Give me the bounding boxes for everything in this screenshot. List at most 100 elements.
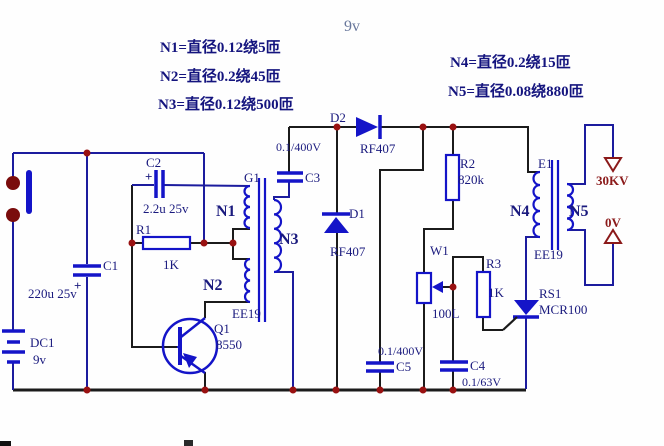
rs1-value: MCR100	[539, 302, 587, 317]
r2-body	[444, 153, 461, 202]
c5-value: 0.1/400V	[378, 344, 423, 358]
c5-ref: C5	[396, 359, 411, 374]
junction-dot	[449, 283, 457, 291]
n3-top-wire	[273, 182, 290, 200]
q1-body	[161, 317, 219, 375]
q1-emitter-arrow	[183, 353, 197, 368]
transistor-q1	[161, 317, 219, 375]
c3-value: 0.1/400V	[276, 140, 321, 154]
note-n1: N1=直径0.12绕5匝	[160, 38, 281, 56]
tap-upper-wire	[232, 228, 250, 243]
battery-ref: DC1	[30, 335, 55, 350]
hv-output-label: 30KV	[596, 173, 629, 188]
tap-lower-wire	[232, 243, 250, 260]
n5-top-loop	[567, 124, 614, 185]
capacitor-c1	[73, 264, 101, 277]
junction-dot	[419, 123, 427, 131]
t2-winding-n5-coil	[566, 182, 575, 232]
junction-dot	[333, 123, 341, 131]
q1-collector-lead	[180, 317, 206, 338]
r2-value: 820k	[458, 172, 485, 187]
c4-ref: C4	[470, 358, 486, 373]
t1-winding-n1-coil	[243, 184, 251, 230]
battery-dc1	[2, 329, 25, 364]
w1-value: 100L	[432, 306, 460, 321]
junction-dot	[229, 239, 237, 247]
page-corner-mark	[0, 441, 11, 446]
junction-dot	[289, 386, 297, 394]
c1-plus-mark: +	[74, 278, 81, 293]
d2-ref: D2	[330, 110, 346, 125]
resistor-r3	[475, 270, 492, 319]
r1-body	[141, 235, 192, 251]
resistor-r1	[141, 235, 192, 251]
t1-winding-n3-label: N3	[279, 231, 299, 248]
q1-ref: Q1	[214, 321, 230, 336]
t1-winding-n2-label: N2	[203, 277, 223, 294]
junction-dot	[128, 239, 136, 247]
w1-body	[415, 271, 433, 305]
q1-emitter-lead	[180, 354, 206, 375]
power-switch[interactable]	[6, 170, 32, 222]
diode-d2	[356, 115, 382, 139]
wiper-to-r3-wire	[452, 256, 484, 287]
rs1-triangle	[514, 300, 539, 315]
junction-dot	[200, 239, 208, 247]
r2-ref: R2	[460, 156, 475, 171]
c5-branch-wire	[379, 127, 424, 362]
t2-ref: E1	[538, 156, 552, 171]
transformer-t2	[532, 160, 575, 250]
hv-terminal-arrow	[603, 157, 623, 173]
c4-value: 0.1/63V	[462, 375, 501, 389]
w1-ref: W1	[430, 243, 449, 258]
note-n2: N2=直径0.2绕45匝	[160, 67, 281, 85]
switch-blade	[26, 170, 32, 214]
c3-ref: C3	[305, 170, 320, 185]
junction-dots	[83, 123, 457, 394]
c1-ref: C1	[103, 258, 118, 273]
n3-bottom-wire	[274, 271, 294, 390]
junction-dot	[449, 123, 457, 131]
t1-winding-n3-coil	[273, 198, 283, 274]
c2-to-n1-wire	[162, 184, 251, 187]
rs1-ref: RS1	[539, 286, 561, 301]
junction-dot	[83, 149, 91, 157]
d1-triangle	[324, 217, 349, 233]
r1-ref: R1	[136, 222, 151, 237]
switch-contact-bottom	[6, 208, 20, 222]
t1-winding-n1-label: N1	[216, 203, 236, 220]
note-n4: N4=直径0.2绕15匝	[450, 53, 571, 71]
t2-winding-n4-label: N4	[510, 203, 530, 220]
junction-dot	[419, 386, 427, 394]
c2-ref: C2	[146, 155, 161, 170]
capacitor-c3	[277, 171, 303, 183]
junction-dot	[376, 386, 384, 394]
potentiometer-w1[interactable]	[415, 271, 453, 305]
n5-bottom-loop	[567, 229, 614, 286]
output-terminals	[603, 157, 623, 244]
wires-blue	[12, 124, 614, 390]
battery-value: 9v	[33, 352, 47, 367]
junction-dot	[332, 386, 340, 394]
note-n5: N5=直径0.08绕880匝	[448, 82, 584, 100]
capacitor-c4	[440, 360, 468, 372]
gnd-terminal-arrow	[603, 228, 623, 244]
capacitor-c5	[366, 361, 394, 373]
q1-collector-wire	[204, 301, 250, 318]
d1-ref: D1	[349, 206, 365, 221]
r3-bottom-wire	[482, 317, 503, 331]
junction-dot	[449, 386, 457, 394]
thyristor-rs1	[502, 300, 539, 331]
w1-wiper-arrow	[432, 281, 443, 293]
r3-body	[475, 270, 492, 319]
gnd-output-label: 0V	[605, 215, 622, 230]
rs1-gate-lead	[502, 316, 518, 331]
junction-dot	[201, 386, 209, 394]
note-n3: N3=直径0.12绕500匝	[158, 95, 294, 113]
t1-winding-n2-coil	[244, 257, 251, 304]
junction-dot	[83, 386, 91, 394]
d2-triangle	[356, 117, 378, 137]
d1-value: RF407	[330, 244, 366, 259]
page-edge-mark	[184, 440, 193, 446]
